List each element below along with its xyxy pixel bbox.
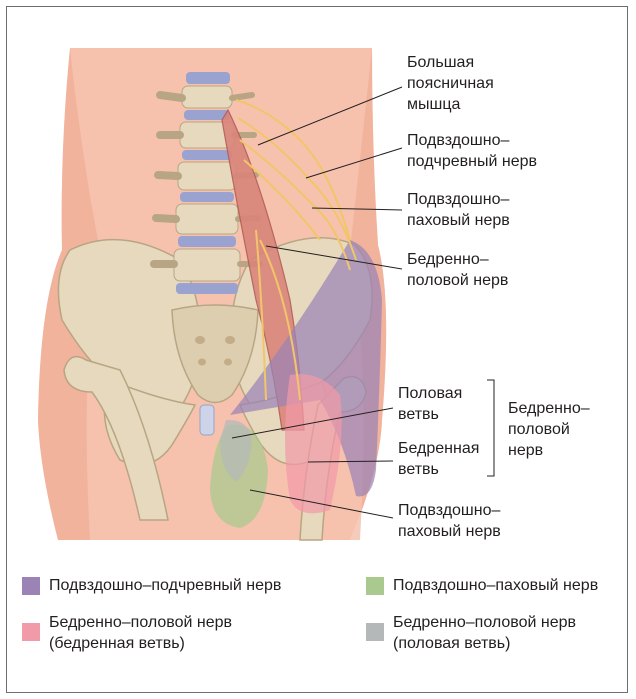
legend-label: Бедренно–половой нерв (бедренная ветвь) — [49, 612, 232, 654]
label-psoas-muscle: Большая поясничная мышца — [407, 52, 494, 115]
label-femoral-branch: Бедренная ветвь — [398, 438, 479, 480]
legend-label: Бедренно–половой нерв (половая ветвь) — [393, 612, 576, 654]
legend-swatch — [22, 623, 40, 641]
label-genital-branch: Половая ветвь — [398, 383, 462, 425]
legend-label: Подвздошно–подчревный нерв — [49, 575, 281, 596]
label-iliohypogastric-nerve: Подвздошно– подчревный нерв — [407, 130, 537, 172]
legend-swatch — [366, 623, 384, 641]
label-genitofemoral-nerve: Бедренно– половой нерв — [407, 249, 508, 291]
legend-swatch — [22, 577, 40, 595]
legend-item-ilioinguinal: Подвздошно–паховый нерв — [366, 575, 598, 596]
legend-item-iliohypogastric: Подвздошно–подчревный нерв — [22, 575, 281, 596]
legend-label: Подвздошно–паховый нерв — [393, 575, 598, 596]
label-ilioinguinal-lower: Подвздошно– паховый нерв — [398, 500, 501, 542]
legend-swatch — [366, 577, 384, 595]
label-ilioinguinal-nerve: Подвздошно– паховый нерв — [407, 189, 510, 231]
pubic-symphysis — [200, 405, 214, 435]
region-femoral-branch — [285, 374, 342, 513]
legend-item-femoral-branch: Бедренно–половой нерв (бедренная ветвь) — [22, 612, 232, 654]
label-genitofemoral-group: Бедренно– половой нерв — [508, 398, 590, 461]
legend-item-genital-branch: Бедренно–половой нерв (половая ветвь) — [366, 612, 576, 654]
